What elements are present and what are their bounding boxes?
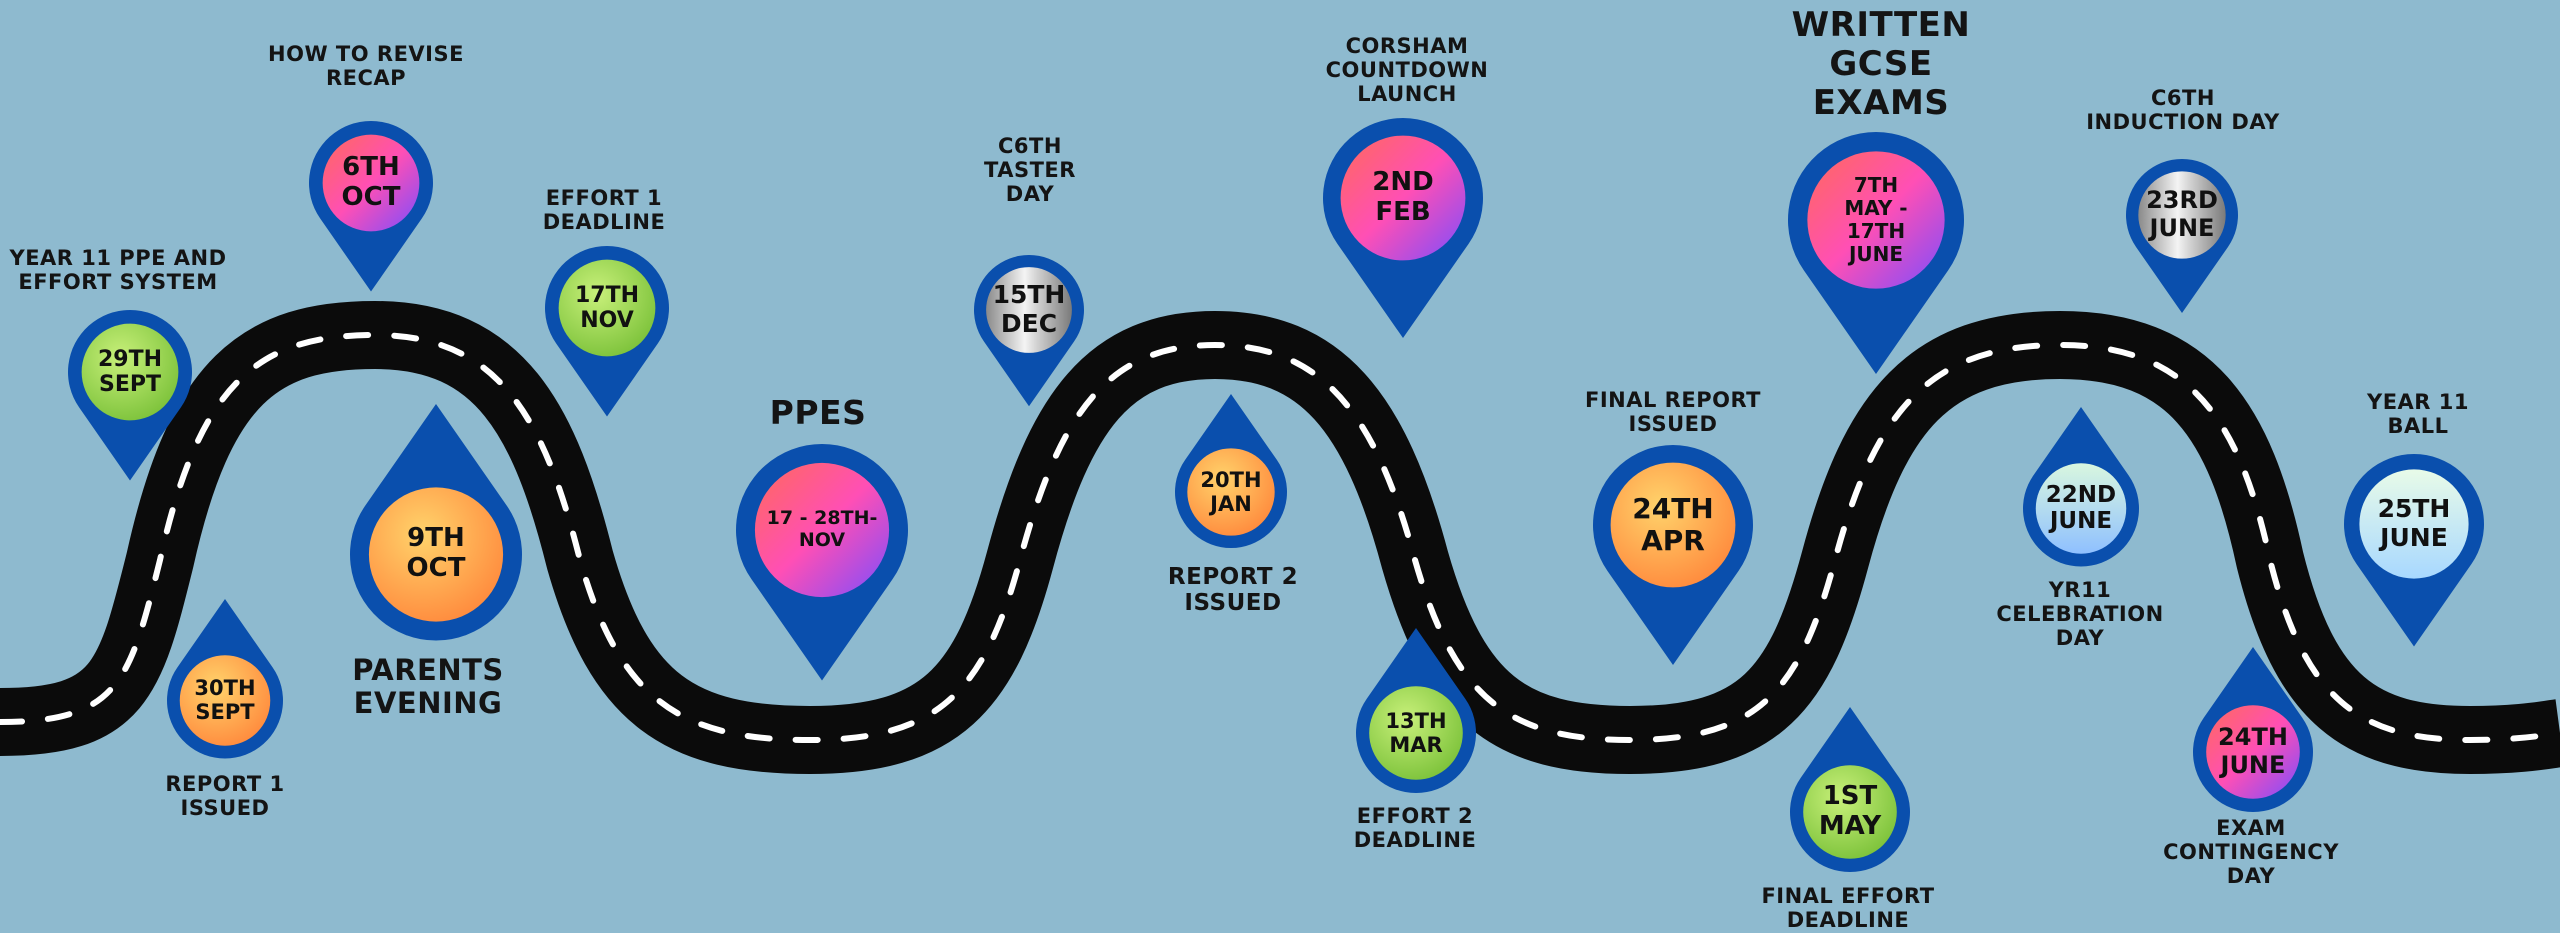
- pin-date-disc: [368, 486, 504, 622]
- pin-date-disc: [558, 259, 656, 357]
- pin-icon: [545, 246, 669, 417]
- event-label-how-to-revise: HOW TO REVISE RECAP: [268, 42, 464, 91]
- pin-icon: [350, 403, 522, 640]
- pin-icon: [67, 310, 192, 481]
- map-pin-corsham-countdown: 2ND FEB: [1303, 98, 1503, 398]
- pin-icon: [736, 444, 908, 681]
- event-label-c6th-taster: C6TH TASTER DAY: [984, 134, 1076, 207]
- event-label-report-2: REPORT 2 ISSUED: [1167, 564, 1299, 617]
- map-pin-report-1: 30TH SEPT: [147, 589, 303, 807]
- event-date: 2ND FEB: [1372, 167, 1434, 227]
- event-date: 6TH OCT: [341, 152, 401, 212]
- event-label-c6th-induction: C6TH INDUCTION DAY: [2086, 86, 2280, 135]
- event-date: 7TH MAY - 17TH JUNE: [1844, 172, 1908, 266]
- map-pin-yr11-celebration: 22ND JUNE: [2003, 397, 2159, 615]
- pin-icon: [167, 598, 283, 758]
- pin-date-disc: [1369, 686, 1463, 780]
- event-label-parents-evening: PARENTS EVENING: [352, 653, 504, 721]
- event-date: 9TH OCT: [406, 523, 466, 583]
- pin-icon: [1593, 445, 1753, 665]
- event-date: 17TH NOV: [574, 282, 639, 333]
- map-pin-how-to-revise: 6TH OCT: [289, 101, 453, 334]
- event-date: 15TH DEC: [992, 280, 1066, 338]
- event-label-ppe-effort-system: YEAR 11 PPE AND EFFORT SYSTEM: [9, 246, 227, 295]
- pin-date-disc: [1610, 462, 1736, 588]
- pin-date-disc: [986, 267, 1072, 353]
- event-label-yr11-celebration: YR11 CELEBRATION DAY: [1996, 578, 2164, 651]
- pin-icon: [1356, 628, 1476, 793]
- pin-date-disc: [1807, 151, 1945, 289]
- event-date: 25TH JUNE: [2377, 494, 2451, 552]
- pin-date-disc: [1803, 765, 1897, 859]
- pin-date-disc: [322, 134, 420, 232]
- event-label-report-1: REPORT 1 ISSUED: [165, 772, 285, 821]
- map-pin-exam-contingency: 24TH JUNE: [2173, 637, 2333, 862]
- event-label-year11-ball: YEAR 11 BALL: [2366, 390, 2470, 439]
- pin-date-disc: [2206, 705, 2300, 799]
- pin-icon: [2193, 647, 2313, 812]
- pin-icon: [974, 255, 1084, 407]
- map-pin-effort-1: 17TH NOV: [525, 226, 689, 459]
- event-date: 24TH JUNE: [2218, 723, 2288, 779]
- event-date: 22ND JUNE: [2045, 481, 2117, 534]
- event-label-exam-contingency: EXAM CONTINGENCY DAY: [2163, 816, 2339, 889]
- pin-icon: [1788, 132, 1964, 374]
- event-date: 24TH APR: [1632, 491, 1714, 557]
- pin-date-disc: [2359, 469, 2469, 579]
- map-pin-final-report: 24TH APR: [1573, 425, 1773, 725]
- map-pin-c6th-induction: 23RD JUNE: [2106, 139, 2258, 349]
- pin-date-disc: [1340, 135, 1466, 261]
- map-pin-report-2: 20TH JAN: [1155, 384, 1307, 594]
- event-label-ppes: PPES: [769, 393, 867, 432]
- map-pin-c6th-taster: 15TH DEC: [954, 235, 1104, 441]
- map-pin-final-effort: 1ST MAY: [1770, 697, 1930, 922]
- event-date: 20TH JAN: [1200, 467, 1262, 516]
- event-date: 1ST MAY: [1818, 781, 1882, 841]
- map-pin-year11-ball: 25TH JUNE: [2324, 434, 2504, 697]
- map-pin-effort-2: 13TH MAR: [1336, 618, 1496, 843]
- event-date: 30TH SEPT: [194, 675, 256, 724]
- event-label-final-effort: FINAL EFFORT DEADLINE: [1761, 884, 1935, 933]
- pin-date-disc: [1187, 448, 1275, 536]
- event-label-effort-2: EFFORT 2 DEADLINE: [1353, 804, 1477, 853]
- pin-date-disc: [2035, 462, 2127, 554]
- map-pin-ppe-effort-system: 29TH SEPT: [48, 290, 212, 523]
- pin-icon: [2344, 454, 2484, 647]
- pin-date-disc: [179, 654, 271, 746]
- event-date: 23RD JUNE: [2146, 186, 2218, 242]
- map-pin-written-gcse: 7TH MAY - 17TH JUNE: [1768, 112, 1984, 442]
- pin-icon: [1323, 118, 1483, 339]
- pin-date-disc: [2138, 171, 2226, 259]
- pin-icon: [2126, 159, 2238, 313]
- event-label-written-gcse: WRITTEN GCSE EXAMS: [1791, 5, 1971, 124]
- event-date: 17 - 28TH- NOV: [766, 507, 878, 551]
- event-label-corsham-countdown: CORSHAM COUNTDOWN LAUNCH: [1325, 34, 1489, 107]
- road-center-line: [0, 331, 2560, 744]
- event-date: 13TH MAR: [1385, 708, 1447, 757]
- event-label-effort-1: EFFORT 1 DEADLINE: [542, 186, 666, 235]
- map-pin-parents-evening: 9TH OCT: [330, 394, 542, 717]
- pin-icon: [1175, 394, 1287, 548]
- event-label-final-report: FINAL REPORT ISSUED: [1585, 388, 1761, 437]
- map-pin-ppes: 17 - 28TH- NOV: [716, 424, 928, 747]
- pin-icon: [1790, 707, 1910, 872]
- pin-icon: [2023, 406, 2139, 566]
- pin-date-disc: [754, 462, 890, 598]
- pin-date-disc: [81, 323, 179, 421]
- pin-icon: [309, 121, 433, 292]
- event-date: 29TH SEPT: [97, 346, 162, 397]
